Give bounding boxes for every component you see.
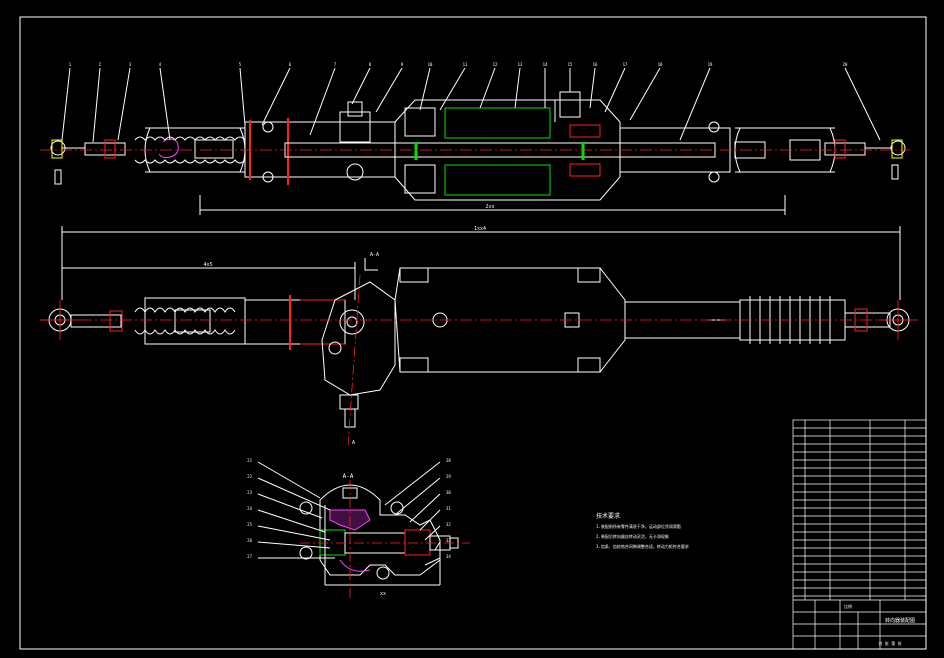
notes-lines: 1.装配前所有零件清洗干净，运动部位涂润滑脂 2.装配后转向器应转动灵活，无卡滞现…: [596, 523, 689, 549]
balloon-number: 1: [69, 62, 72, 67]
title-block-name: 转向器装配图: [885, 617, 915, 624]
note-line: 3.齿条、齿轮啮合间隙调整合适，转动力矩符合要求: [596, 543, 689, 549]
balloon-number: 4: [159, 62, 162, 67]
balloon-number: 17: [623, 62, 628, 67]
balloon-number: 34: [446, 554, 451, 559]
balloon-number: 11: [463, 62, 468, 67]
partial-length-dim: 4x5: [203, 262, 212, 268]
title-block-sheet: 共 张 第 张: [878, 640, 901, 646]
balloon-number: 16: [593, 62, 598, 67]
balloon-number: 25: [247, 522, 252, 527]
section-mark-label: A-A: [370, 252, 379, 258]
balloon-number: 23: [247, 490, 252, 495]
balloon-number: 10: [428, 62, 433, 67]
note-line: 1.装配前所有零件清洗干净，运动部位涂润滑脂: [596, 523, 681, 529]
balloon-number: 18: [658, 62, 663, 67]
section-aa-view: [257, 461, 470, 600]
left-boot: [134, 136, 246, 164]
balloon-number: 32: [446, 522, 451, 527]
overall-length-dim: 1xx4: [474, 226, 486, 232]
balloon-number: 3: [129, 62, 132, 67]
notes-heading: 技术要求: [596, 512, 620, 520]
title-block-scale: 比例: [844, 603, 852, 609]
section-balloon-labels: 21 22 23 24 25 26 27 28 29 30 31 32 33 34: [247, 458, 451, 559]
parts-list: [792, 419, 927, 650]
balloon-number: 30: [446, 490, 451, 495]
left-ball-joint: [50, 139, 85, 185]
balloon-number: 14: [543, 62, 548, 67]
balloon-number: 21: [247, 458, 252, 463]
balloon-number: 33: [446, 538, 451, 543]
balloon-number: 28: [446, 458, 451, 463]
right-boot: [734, 127, 836, 173]
balloon-number: 13: [518, 62, 523, 67]
top-sectional-view: [40, 67, 910, 215]
balloon-number: 6: [289, 62, 292, 67]
exterior-view: [40, 226, 918, 446]
drawing-border: [19, 16, 927, 650]
top-dim-label: 2xx: [485, 204, 494, 210]
balloon-number: 27: [247, 554, 252, 559]
section-title: A-A: [343, 473, 354, 480]
balloon-number: 19: [708, 62, 713, 67]
section-dim-label: xx: [380, 591, 386, 597]
valve-housing: [321, 281, 396, 396]
balloon-number: 26: [247, 538, 252, 543]
note-line: 2.装配后转向器应转动灵活，无卡滞现象: [596, 533, 669, 539]
balloon-number: 24: [247, 506, 252, 511]
balloon-number: 9: [401, 62, 404, 67]
balloon-number: 15: [568, 62, 573, 67]
balloon-number: 12: [493, 62, 498, 67]
balloon-number: 5: [239, 62, 242, 67]
balloon-number: 8: [369, 62, 372, 67]
balloon-number: 22: [247, 474, 252, 479]
balloon-number: 29: [446, 474, 451, 479]
balloon-number: 7: [334, 62, 337, 67]
balloon-number: 31: [446, 506, 451, 511]
section-mark-label-bottom: A: [352, 440, 355, 446]
balloon-number: 20: [843, 62, 848, 67]
balloon-number: 2: [99, 62, 102, 67]
right-ball-joint: [865, 139, 906, 180]
rack-housing-left: [244, 121, 396, 178]
